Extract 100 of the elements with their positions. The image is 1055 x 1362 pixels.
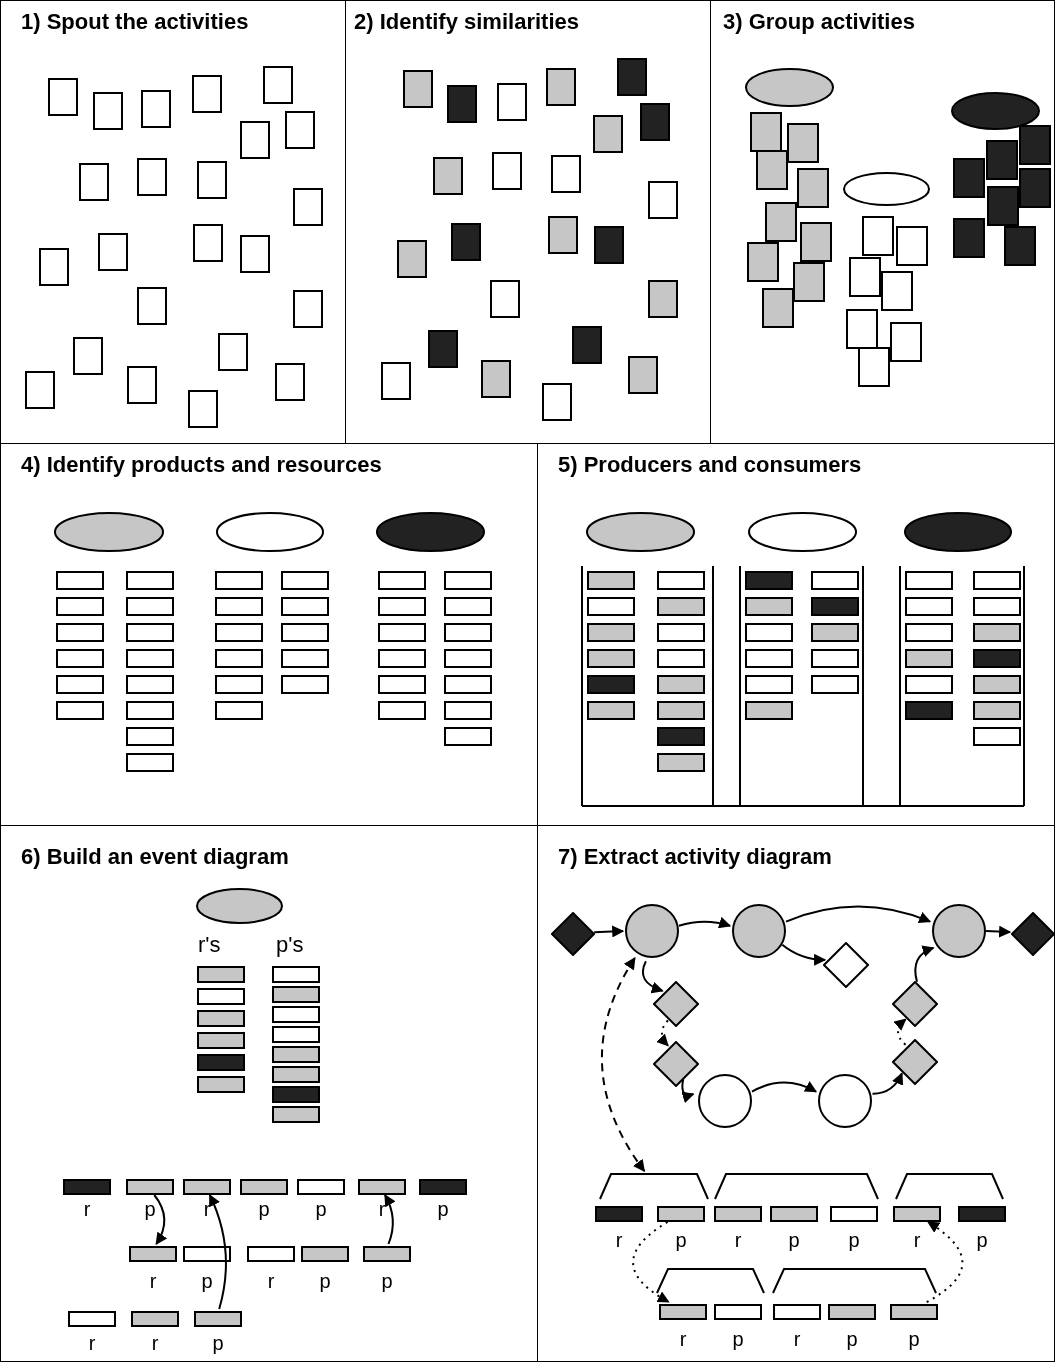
row-letter: r — [792, 1329, 802, 1349]
activity-bar — [893, 1206, 941, 1222]
panel-title: 7) Extract activity diagram — [558, 844, 832, 870]
row-letter: p — [436, 1199, 450, 1219]
row-letter: r — [148, 1271, 158, 1291]
row-letter: p — [200, 1271, 214, 1291]
row-letter: r — [614, 1230, 624, 1250]
column-heading: r's — [198, 932, 221, 958]
panel-title: 4) Identify products and resources — [21, 452, 382, 478]
row-letter: r — [266, 1271, 276, 1291]
group-bracket — [656, 1268, 765, 1294]
activity-bar — [595, 1206, 643, 1222]
panel — [0, 0, 346, 444]
arrow — [632, 1221, 670, 1303]
activity-bar — [958, 1206, 1006, 1222]
activity-bar — [194, 1311, 242, 1327]
arrow — [914, 946, 935, 983]
arrow — [681, 1078, 695, 1103]
row-letter: p — [380, 1271, 394, 1291]
activity-bar — [773, 1304, 821, 1320]
activity-bar — [129, 1246, 177, 1262]
arrow — [893, 1018, 907, 1046]
activity-bar — [126, 1179, 174, 1195]
row-letter: p — [318, 1271, 332, 1291]
row-letter: p — [845, 1329, 859, 1349]
event-diamond — [892, 1039, 938, 1085]
row-letter: p — [731, 1329, 745, 1349]
activity-circle — [625, 904, 679, 958]
panel-title: 5) Producers and consumers — [558, 452, 862, 478]
arrow — [656, 1019, 669, 1047]
panel-title: 2) Identify similarities — [354, 9, 579, 35]
panel — [0, 825, 538, 1362]
row-letter: r — [733, 1230, 743, 1250]
activity-bar — [657, 1206, 705, 1222]
row-letter: p — [314, 1199, 328, 1219]
column-heading: p's — [276, 932, 304, 958]
arrow — [925, 1221, 964, 1303]
group-bracket — [772, 1268, 937, 1294]
activity-bar — [419, 1179, 467, 1195]
arrow — [678, 917, 732, 929]
row-letter: r — [150, 1333, 160, 1353]
arrow — [781, 943, 827, 966]
panel-title: 3) Group activities — [723, 9, 915, 35]
activity-circle — [698, 1074, 752, 1128]
group-bracket — [714, 1173, 879, 1200]
arrow — [208, 1193, 227, 1310]
activity-bar — [301, 1246, 349, 1262]
arrow — [153, 1194, 168, 1245]
activity-bar — [770, 1206, 818, 1222]
activity-bar — [659, 1304, 707, 1320]
panel — [537, 825, 1055, 1362]
activity-bar — [358, 1179, 406, 1195]
activity-bar — [131, 1311, 179, 1327]
activity-bar — [183, 1246, 231, 1262]
activity-bar — [714, 1206, 762, 1222]
panel-title: 1) Spout the activities — [21, 9, 249, 35]
event-diamond — [551, 912, 595, 956]
row-letter: p — [975, 1230, 989, 1250]
event-diamond — [1011, 912, 1055, 956]
event-diamond — [653, 981, 699, 1027]
row-letter: r — [678, 1329, 688, 1349]
activity-circle — [732, 904, 786, 958]
activity-bar — [247, 1246, 295, 1262]
row-letter: p — [143, 1199, 157, 1219]
row-letter: p — [907, 1329, 921, 1349]
row-letter: r — [82, 1199, 92, 1219]
arrow — [751, 1081, 818, 1093]
activity-bar — [890, 1304, 938, 1320]
activity-bar — [240, 1179, 288, 1195]
arrow — [871, 1072, 903, 1095]
row-letter: r — [87, 1333, 97, 1353]
event-diamond — [823, 942, 869, 988]
row-letter: p — [257, 1199, 271, 1219]
activity-bar — [830, 1206, 878, 1222]
event-diamond — [892, 981, 938, 1027]
activity-bar — [183, 1179, 231, 1195]
arrow — [785, 905, 932, 924]
group-bracket — [895, 1173, 1004, 1200]
row-letter: p — [847, 1230, 861, 1250]
row-letter: r — [202, 1199, 212, 1219]
arrow — [641, 960, 664, 993]
activity-circle — [932, 904, 986, 958]
activity-bar — [828, 1304, 876, 1320]
row-letter: r — [912, 1230, 922, 1250]
event-diamond — [653, 1041, 699, 1087]
row-letter: r — [377, 1199, 387, 1219]
activity-circle — [818, 1074, 872, 1128]
panel-title: 6) Build an event diagram — [21, 844, 289, 870]
arrow — [985, 925, 1012, 938]
row-letter: p — [674, 1230, 688, 1250]
arrow — [601, 957, 646, 1172]
arrow — [593, 925, 625, 938]
panel — [710, 0, 1055, 444]
activity-bar — [63, 1179, 111, 1195]
row-letter: p — [211, 1333, 225, 1353]
activity-bar — [68, 1311, 116, 1327]
activity-bar — [714, 1304, 762, 1320]
group-bracket — [599, 1173, 709, 1200]
activity-bar — [363, 1246, 411, 1262]
activity-bar — [297, 1179, 345, 1195]
